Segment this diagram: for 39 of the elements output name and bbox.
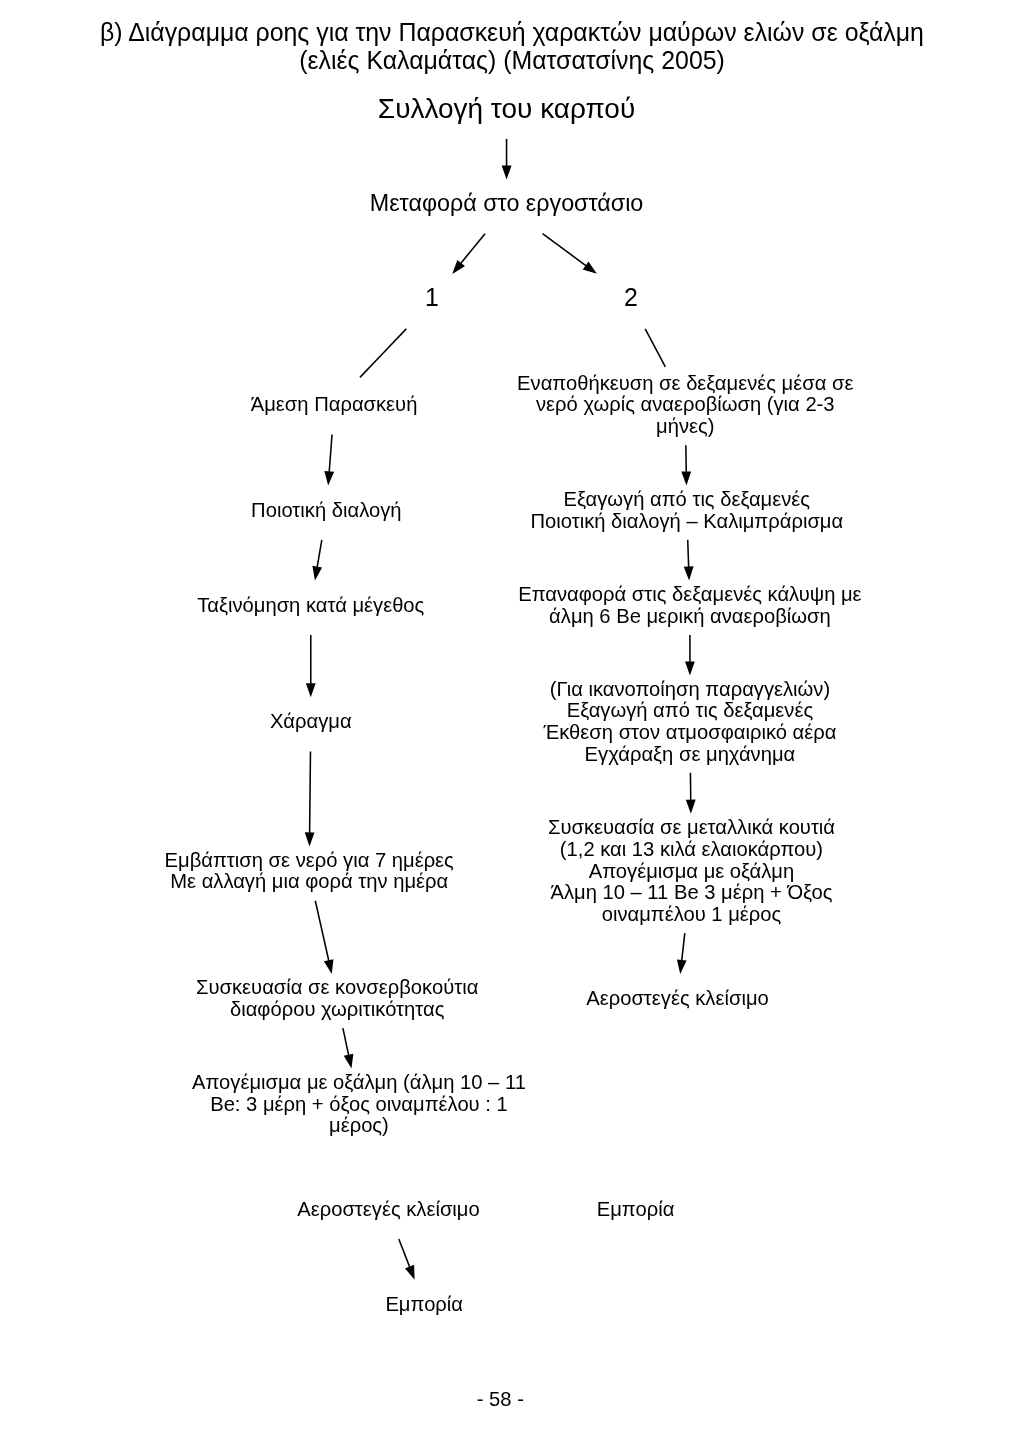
node-text: (Για ικανοποίηση παραγγελιών) Εξαγωγή από τις δεξαμενές Έκθεση στον ατμοσφαιρικό αέρα Εγχάραξη σε μηχάνημα bbox=[543, 677, 837, 765]
arrow bbox=[342, 1027, 354, 1069]
arrow bbox=[685, 772, 696, 814]
arrow bbox=[501, 138, 512, 180]
node-text: Αεροστεγές κλείσιμο bbox=[586, 986, 769, 1009]
arrow bbox=[452, 232, 486, 274]
node-text: Εμβάπτιση σε νερό για 7 ημέρες Με αλλαγή μια φορά την ημέρα bbox=[164, 848, 454, 893]
node-text: Χάραγμα bbox=[269, 710, 352, 733]
arrow bbox=[683, 539, 694, 581]
arrow bbox=[676, 932, 687, 974]
diagram-title: β) Διάγραμμα ροης για την Παρασκευή χαρακτών μαύρων ελιών σε οξάλμη (ελιές Καλαμάτας) (Ματσατσίνης 2005) bbox=[100, 17, 924, 74]
node-text: Άμεση Παρασκευή bbox=[250, 393, 418, 416]
arrow bbox=[314, 900, 334, 974]
node-text: 2 bbox=[623, 283, 638, 312]
node-text: Ταξινόμηση κατά μέγεθος bbox=[197, 593, 425, 616]
node-text: Μεταφορά στο εργοστάσιο bbox=[369, 190, 644, 217]
arrow bbox=[681, 444, 692, 486]
node-text: Εμπορία bbox=[385, 1293, 464, 1316]
connector bbox=[644, 328, 667, 368]
arrow bbox=[324, 433, 335, 486]
arrow bbox=[685, 634, 695, 676]
node-text: Συσκευασία σε κονσερβοκούτια διαφόρου χωριτικότητας bbox=[196, 976, 479, 1020]
node-text: Συσκευασία σε μεταλλικά κουτιά (1,2 και 13 κιλά ελαιοκάρπου) Απογέμισμα με οξάλμη Άλμη 10 – 11 Be 3 μέρη + Όξος οιναμπέλου 1 μέρος bbox=[547, 816, 836, 926]
node-text: Απογέμισμα με οξάλμη (άλμη 10 – 11 Be: 3 μέρη + όξος οιναμπέλου : 1 μέρος) bbox=[191, 1070, 526, 1137]
node-text: Ποιοτική διαλογή bbox=[251, 499, 402, 521]
arrow bbox=[305, 634, 316, 698]
node-text: 1 bbox=[425, 283, 439, 312]
arrow bbox=[312, 539, 323, 581]
node-text: Εξαγωγή από τις δεξαμενές Ποιοτική διαλογή – Καλιμπράρισμα bbox=[530, 488, 844, 532]
label: - 58 - bbox=[476, 1387, 524, 1410]
node-text: Εμπορία bbox=[596, 1198, 675, 1221]
node-text: Επαναφορά στις δεξαμενές κάλυψη με άλμη 6 Be μερική αναεροβίωση bbox=[518, 582, 862, 627]
node-text: Συλλογή του καρπού bbox=[377, 92, 636, 124]
arrow bbox=[398, 1238, 415, 1280]
node-text: Αεροστεγές κλείσιμο bbox=[297, 1198, 480, 1221]
node-text: Εναποθήκευση σε δεξαμενές μέσα σε νερό χωρίς αναεροβίωση (για 2-3 μήνες) bbox=[517, 371, 854, 438]
arrow bbox=[541, 232, 597, 274]
connector bbox=[359, 328, 408, 379]
arrow bbox=[304, 750, 315, 847]
